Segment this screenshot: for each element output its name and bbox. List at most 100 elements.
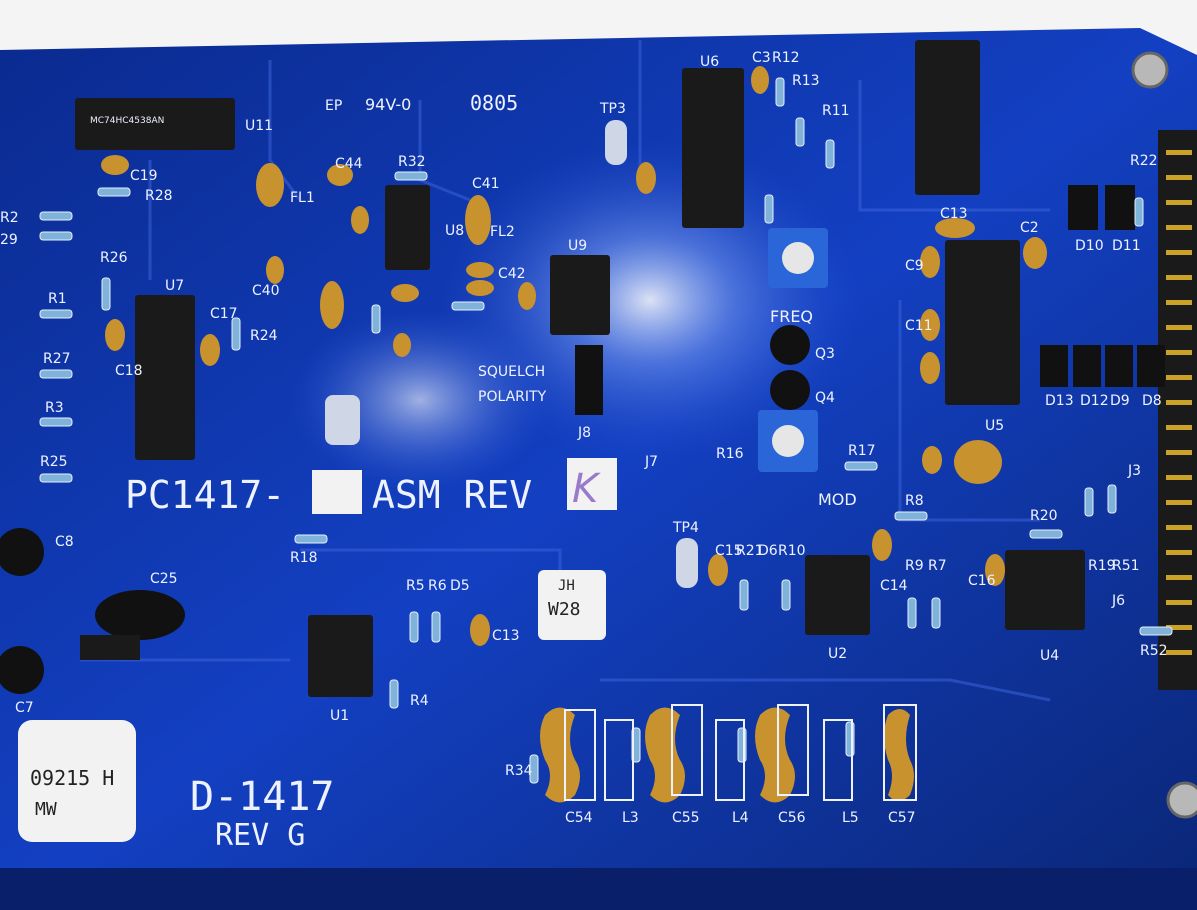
ref-mod: MOD [818,490,857,509]
traces [80,40,1051,702]
ref-r1: R1 [48,291,67,307]
pot-mod [758,410,818,472]
ref-j7: J7 [644,454,658,470]
ref-r21: R21 [736,543,764,559]
ref-c13m: C13 [940,206,968,222]
ref-r22: R22 [1130,153,1158,169]
ref-d10: D10 [1075,238,1104,254]
ref-c25: C25 [150,571,178,587]
ref-r24: R24 [250,328,278,344]
date-code: 0805 [470,91,518,115]
ref-c55: C55 [672,810,700,826]
inductor-outlines [564,704,917,801]
ref-d12: D12 [1080,393,1109,409]
ref-r2: R2 [0,210,19,226]
ic-u8 [385,185,430,270]
ic-u4 [1005,550,1085,630]
ref-d6: D6 [758,543,778,559]
ic-u1 [308,615,373,697]
ref-r19: R19 [1088,558,1116,574]
inspector-code: W28 [548,599,581,620]
ref-r12: R12 [772,50,800,66]
drawing-number: D-1417 [190,774,335,820]
ref-d11: D11 [1112,238,1141,254]
ref-tp4: TP4 [672,520,699,536]
ref-r18: R18 [290,550,318,566]
jumper-j8 [575,345,603,415]
ref-c54: C54 [565,810,593,826]
ref-r6: R6 [428,578,447,594]
ref-c11: C11 [905,318,933,334]
ref-q4: Q4 [815,390,835,406]
ref-l4: L4 [732,810,749,826]
u11-marking: MC74HC4538AN [90,116,164,126]
ref-c3: C3 [752,50,771,66]
ref-c41: C41 [472,176,500,192]
ic-u9 [550,255,610,335]
ref-polarity: POLARITY [478,389,547,405]
ref-u9: U9 [568,238,587,254]
lot-number: 09215 H [30,766,114,790]
lot-sticker [18,720,136,842]
capacitors [101,66,1047,803]
rev-sticker [567,458,617,510]
cap-c7 [0,646,44,694]
board-title-prefix: PC1417- [125,473,285,517]
ic-u5 [945,240,1020,405]
ref-q3: Q3 [815,346,835,362]
ref-l3: L3 [622,810,639,826]
ref-r29: 29 [0,232,18,248]
ref-c44: C44 [335,156,363,172]
ref-u7: U7 [165,278,184,294]
board-bottom-edge [0,868,1197,910]
ref-r9: R9 [905,558,924,574]
resistors [39,77,1173,784]
ref-r32: R32 [398,154,426,170]
ref-r5: R5 [406,578,425,594]
ref-u2: U2 [828,646,847,662]
ref-c17: C17 [210,306,238,322]
mount-screw-top-right [1131,51,1169,89]
transistor-q3 [770,325,810,365]
ref-c18: C18 [115,363,143,379]
ref-u4: U4 [1040,648,1059,664]
ref-c15: C15 [715,543,743,559]
cap-c8 [0,528,44,576]
lot-initials: MW [35,799,57,820]
ref-r7: R7 [928,558,947,574]
ref-d8: D8 [1142,393,1162,409]
ref-c57: C57 [888,810,916,826]
ref-c9: C9 [905,258,924,274]
ref-designators: U11 U6 U7 U8 U9 U5 U2 U4 U1 TP3 TP4 FL1 … [0,50,1168,826]
rev-letter: K [572,466,601,512]
ref-j6: J6 [1111,593,1125,609]
testpoint-tp3 [605,120,627,165]
ref-c2: C2 [1020,220,1039,236]
edge-connector [1158,130,1197,690]
inspector-initials: JH [558,578,575,594]
ic-u2 [805,555,870,635]
ref-c7: C7 [15,700,34,716]
pot-freq [768,228,828,288]
blank-sticker [312,470,362,514]
edge-connector-pins [1166,150,1192,655]
ref-r26: R26 [100,250,128,266]
ref-r10: R10 [778,543,806,559]
diode-row [1040,185,1165,387]
ul-rating: 94V-0 [365,95,411,114]
ref-r25: R25 [40,454,68,470]
ref-r3: R3 [45,400,64,416]
inspector-sticker [538,570,606,640]
ref-c16: C16 [968,573,996,589]
ref-c42: C42 [498,266,526,282]
ref-squelch: SQUELCH [478,364,545,380]
ref-u5: U5 [985,418,1004,434]
ref-c40: C40 [252,283,280,299]
ref-r34: R34 [505,763,533,779]
ref-u11: U11 [245,118,273,134]
ref-r8: R8 [905,493,924,509]
mount-screw-bottom-right [1166,781,1197,819]
ref-r52: R52 [1140,643,1168,659]
ref-r17: R17 [848,443,876,459]
